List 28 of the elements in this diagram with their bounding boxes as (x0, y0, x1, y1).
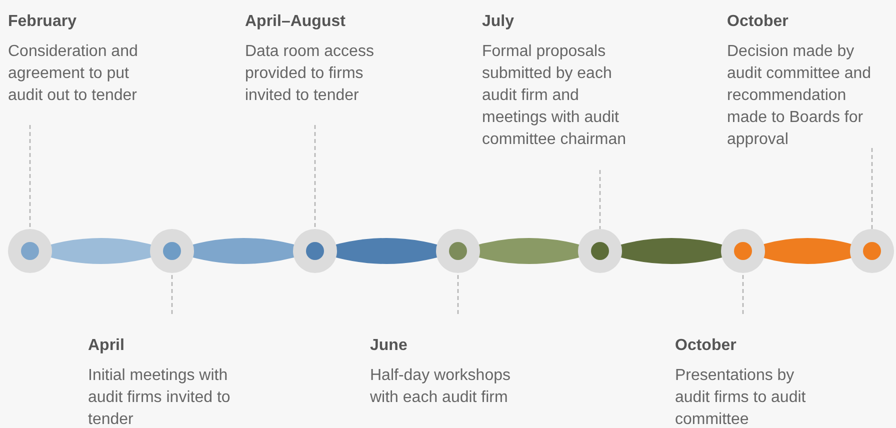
milestone-date: July (482, 12, 516, 32)
leader-line (742, 273, 744, 314)
milestone-description: Formal proposals submitted by each audit firm and meetings with audit committee chairman (482, 42, 628, 150)
timeline-milestone-circle (8, 229, 52, 273)
milestone-description: Initial meetings with audit firms invited to tender (88, 366, 232, 428)
timeline-milestone-circle (578, 229, 622, 273)
milestone-description: Presentations by audit firms to audit committee (675, 366, 807, 428)
milestone-description: Consideration and agreement to put audit out to tender (8, 42, 139, 106)
timeline-milestone-circle (850, 229, 894, 273)
milestone-date: February (8, 12, 78, 32)
milestone-date: April (88, 336, 126, 356)
leader-line (314, 125, 316, 229)
timeline-milestone-circle (721, 229, 765, 273)
milestone-date: October (727, 12, 790, 32)
leader-line (599, 170, 601, 229)
milestone-date: October (675, 336, 738, 356)
timeline-milestone-circle (293, 229, 337, 273)
milestone-description: Data room access provided to firms invited to tender (245, 42, 375, 106)
milestone-description: Half-day workshops with each audit firm (370, 366, 512, 408)
milestone-description: Decision made by audit committee and recommendation made to Boards for approval (727, 42, 872, 150)
leader-line (171, 273, 173, 314)
milestone-date: April–August (245, 12, 346, 32)
milestone-date: June (370, 336, 408, 356)
timeline-milestone-circle (436, 229, 480, 273)
leader-line (871, 148, 873, 229)
timeline-milestone-circle (150, 229, 194, 273)
leader-line (29, 125, 31, 229)
leader-line (457, 273, 459, 314)
